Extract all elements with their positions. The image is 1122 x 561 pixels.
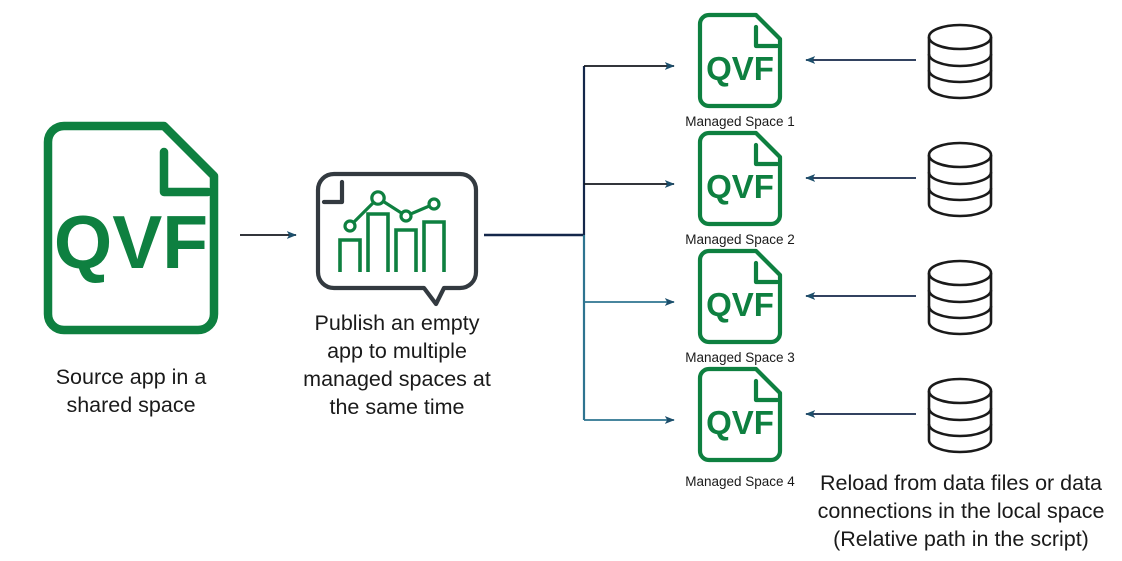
managed-space-1-node[interactable]: QVF [694,10,786,110]
bar-chart-bars [338,212,446,272]
managed-space-1-label: Managed Space 1 [685,114,795,129]
source-app-node[interactable]: QVF [36,118,226,338]
qvf-document-icon: QVF [697,248,783,345]
qvf-badge-text: QVF [706,286,774,323]
database-1-node[interactable] [922,20,998,102]
qvf-badge-text: QVF [54,200,208,284]
qvf-document-icon: QVF [697,130,783,227]
reload-note-caption: Reload from data files or data connectio… [817,471,1105,551]
source-app-caption: Source app in a shared space [55,365,207,417]
managed-space-3-node[interactable]: QVF [694,246,786,346]
managed-space-4-label: Managed Space 4 [685,474,795,489]
qvf-badge-text: QVF [706,168,774,205]
qvf-document-icon: QVF [697,12,783,109]
database-4-node[interactable] [922,374,998,456]
database-cylinder-icon [927,23,993,100]
managed-space-3-label: Managed Space 3 [685,350,795,365]
database-cylinder-icon [927,141,993,218]
qvf-badge-text: QVF [706,50,774,87]
managed-space-2-node[interactable]: QVF [694,128,786,228]
publish-app-caption: Publish an empty app to multiple managed… [303,311,491,419]
managed-space-4-node[interactable]: QVF [694,364,786,464]
app-chart-bubble-icon [315,171,479,307]
qvf-document-icon: QVF [43,121,219,335]
trend-line-markers [343,190,441,233]
database-2-node[interactable] [922,138,998,220]
qvf-document-icon: QVF [697,366,783,463]
database-cylinder-icon [927,377,993,454]
qvf-badge-text: QVF [706,404,774,441]
database-3-node[interactable] [922,256,998,338]
publish-app-node[interactable] [312,168,482,308]
trend-line [348,195,435,228]
database-cylinder-icon [927,259,993,336]
managed-space-2-label: Managed Space 2 [685,232,795,247]
